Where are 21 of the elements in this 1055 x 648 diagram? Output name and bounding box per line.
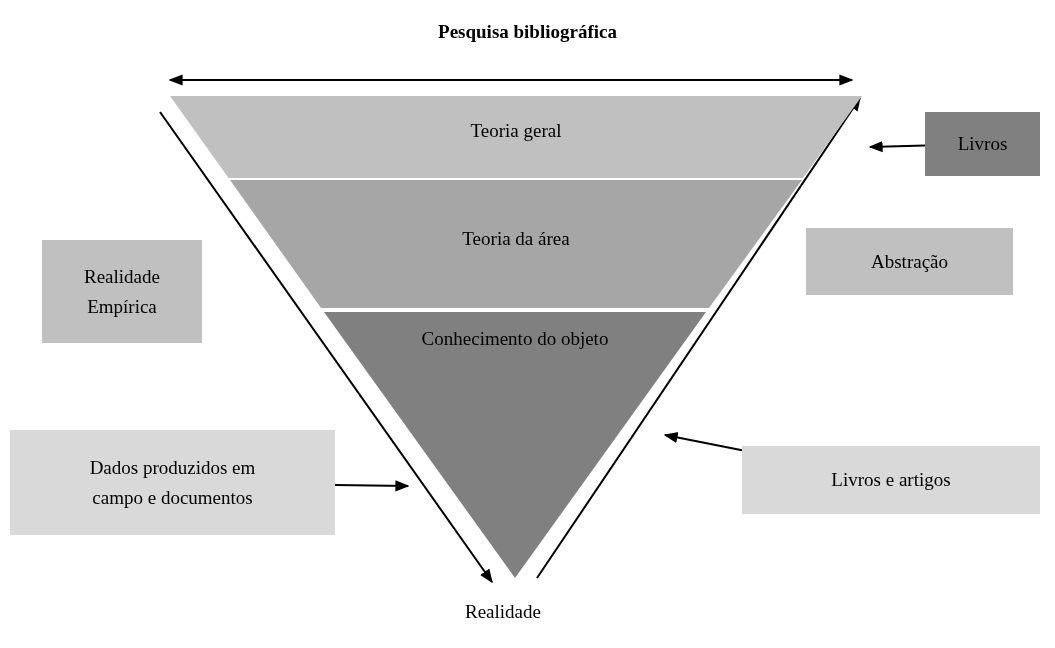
arrow [868, 141, 926, 153]
pyramid-band [230, 180, 802, 308]
arrow [334, 480, 410, 492]
node-label: Livros e artigos [830, 468, 952, 492]
label-box [10, 430, 335, 535]
node-label: Teoria geral [469, 119, 563, 143]
label-box [925, 112, 1040, 176]
node-label: Conhecimento do objeto [420, 327, 610, 351]
node-label: Realidade Empírica [83, 264, 161, 319]
node-label: Livros [956, 132, 1009, 156]
pyramid-band [170, 96, 862, 178]
node-label: Abstração [870, 249, 949, 274]
pyramid-tip [324, 312, 706, 578]
label-box [742, 446, 1040, 514]
label-box [42, 240, 202, 343]
label-box [806, 228, 1013, 295]
node-label: Realidade [464, 600, 542, 624]
node-label: Dados produzidos em campo e documentos [88, 455, 257, 510]
arrow [663, 431, 743, 452]
diagram-title: Pesquisa bibliográfica [437, 20, 618, 44]
node-label: Teoria da área [461, 227, 571, 251]
